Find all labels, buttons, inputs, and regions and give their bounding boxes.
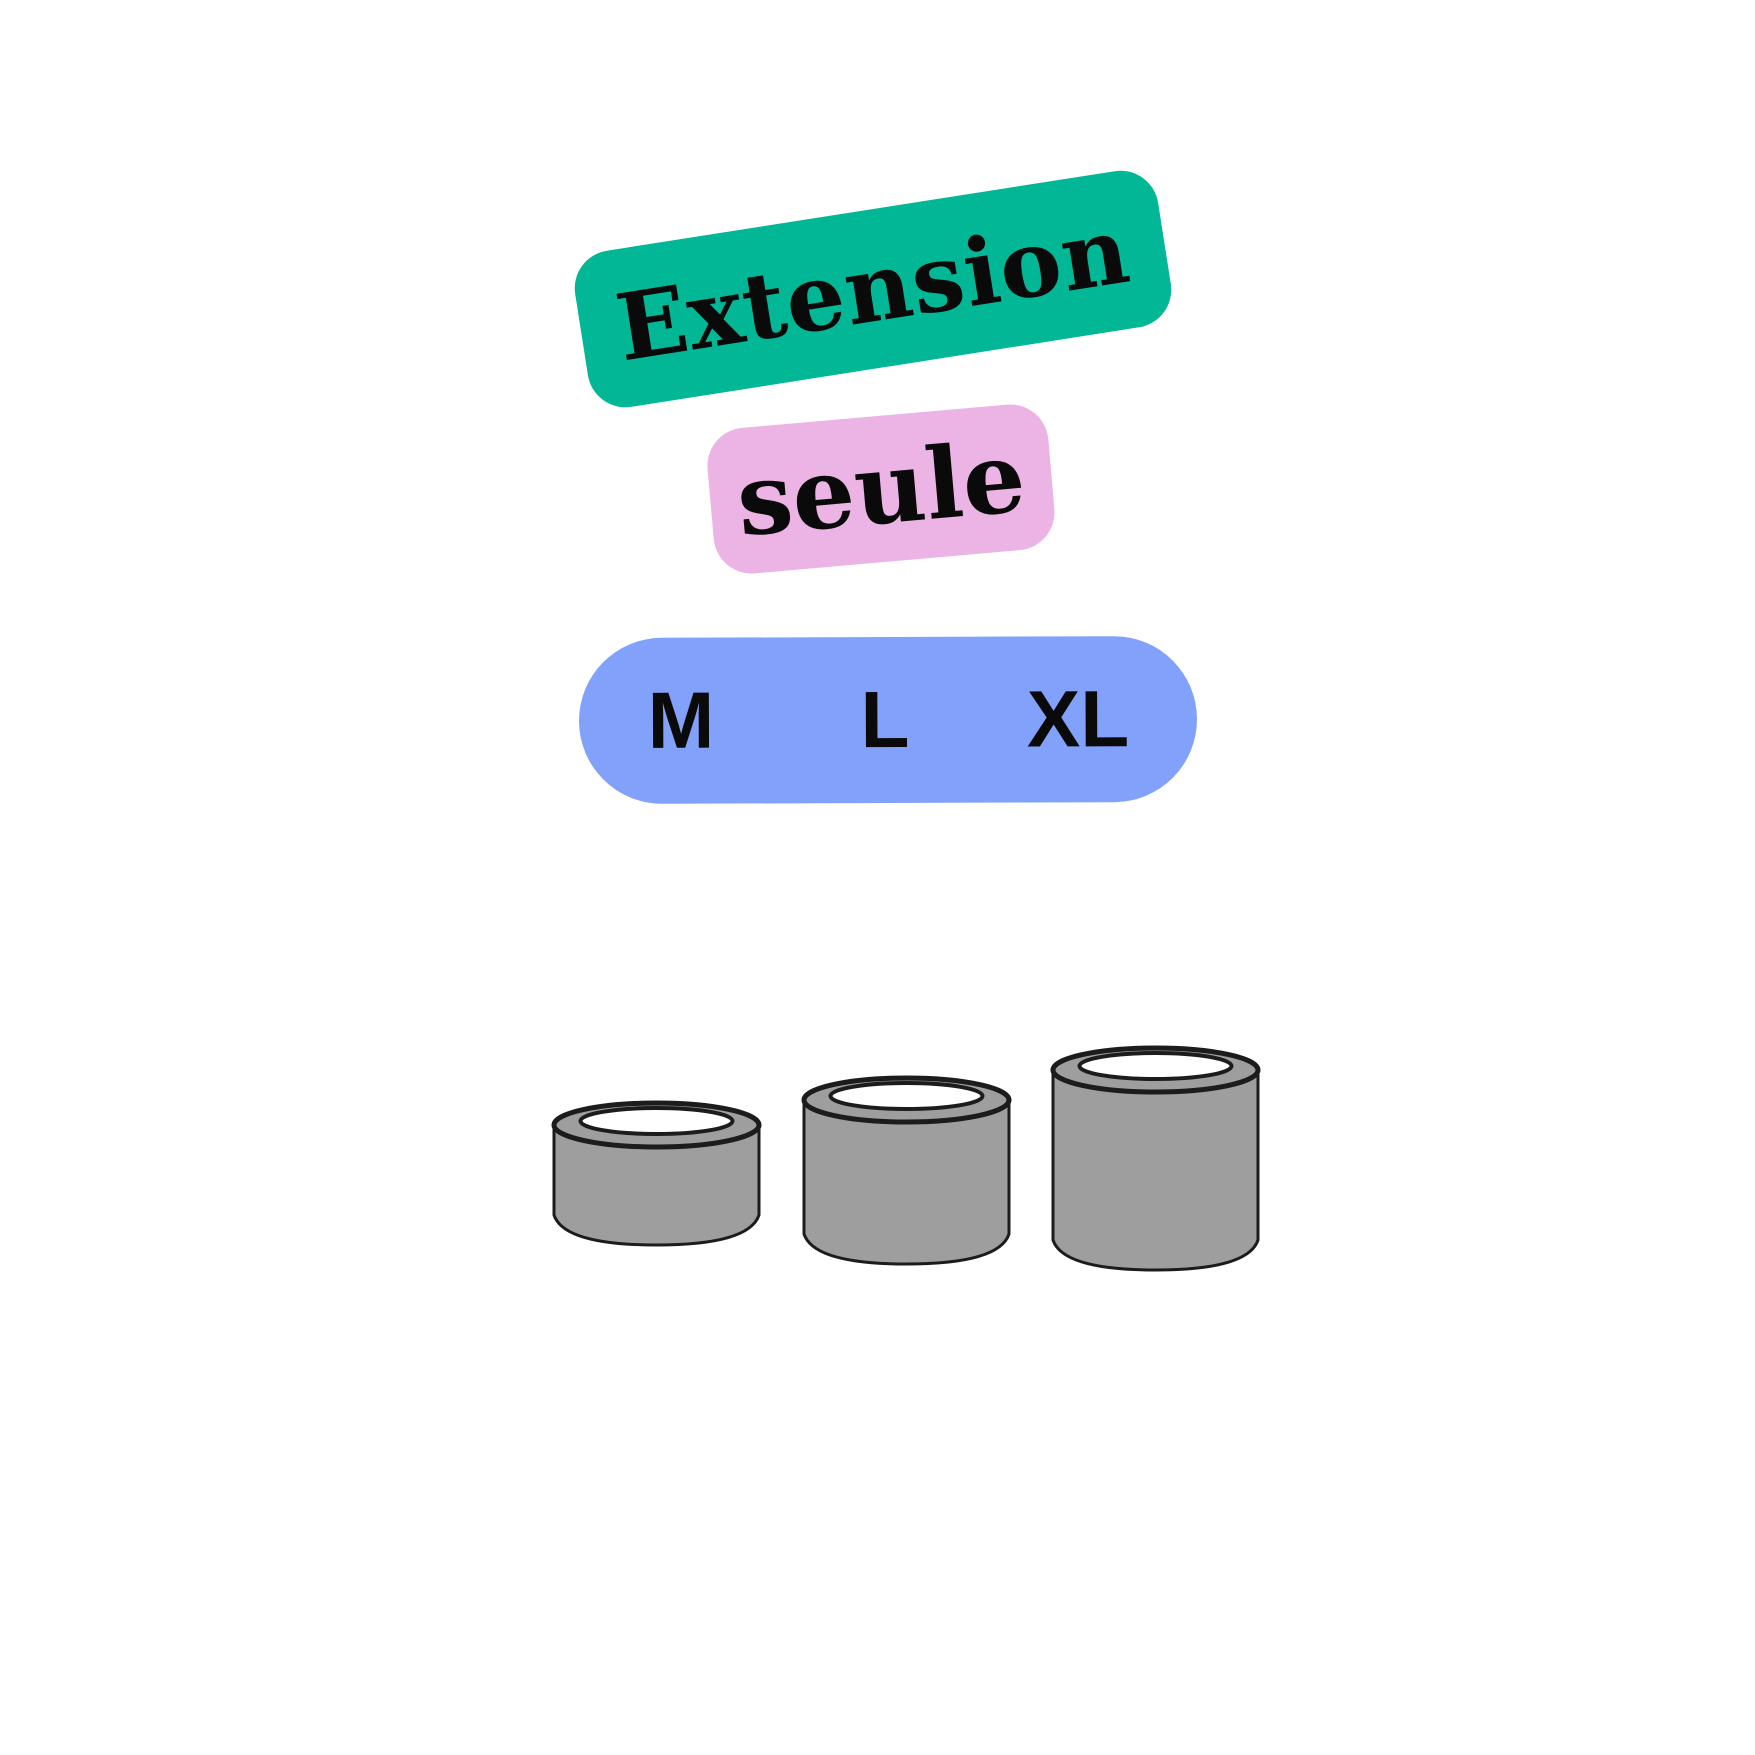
tape-roll-xl-icon	[1050, 1045, 1261, 1272]
tape-body	[802, 1098, 1011, 1266]
tape-hole	[1077, 1051, 1234, 1081]
tape-roll-l-icon	[801, 1075, 1012, 1266]
tape-roll-m-icon	[551, 1100, 762, 1247]
tape-hole	[578, 1106, 735, 1136]
tape-body	[1051, 1068, 1260, 1272]
tape-hole	[828, 1081, 985, 1111]
tape-body	[552, 1123, 761, 1247]
